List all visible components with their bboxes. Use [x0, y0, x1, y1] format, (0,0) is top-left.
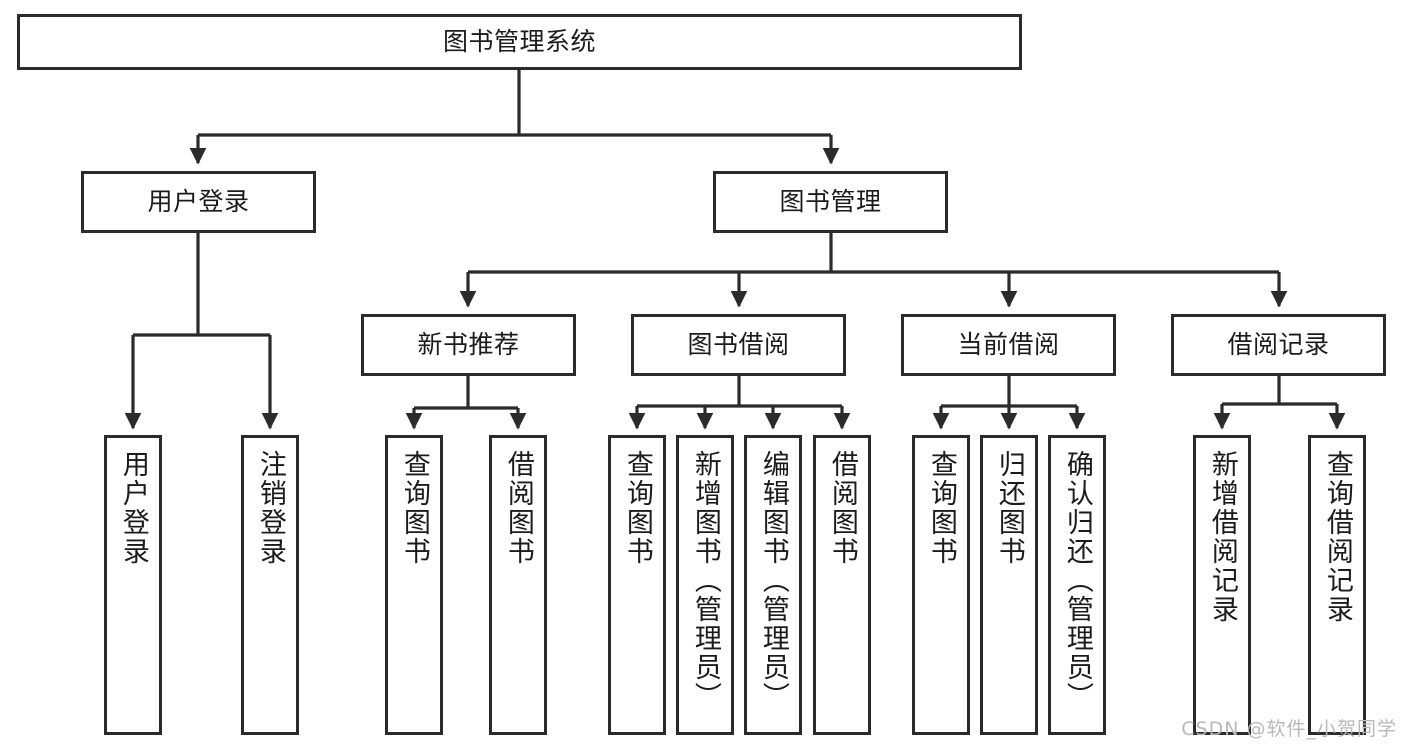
node-borrow-record[interactable]: 借阅记录	[1171, 314, 1386, 376]
node-label: 确认归还（管理员）	[1061, 450, 1093, 711]
node-label: 图书借阅	[687, 329, 790, 359]
leaf-borrow-book-recommend[interactable]: 借阅图书	[489, 435, 547, 735]
leaf-return-book[interactable]: 归还图书	[980, 435, 1038, 735]
node-current-borrow[interactable]: 当前借阅	[901, 314, 1116, 376]
node-label: 编辑图书（管理员）	[757, 450, 789, 711]
node-label: 查询图书	[925, 450, 957, 566]
node-label: 查询图书	[398, 450, 430, 566]
node-label: 查询图书	[621, 450, 653, 566]
node-label: 图书管理	[779, 186, 882, 216]
node-label: 用户登录	[147, 186, 250, 216]
node-label: 新增借阅记录	[1206, 450, 1238, 624]
watermark: CSDN @软件_小贺同学	[1181, 718, 1397, 740]
leaf-confirm-return-admin[interactable]: 确认归还（管理员）	[1048, 435, 1106, 735]
leaf-add-borrow-record[interactable]: 新增借阅记录	[1193, 435, 1251, 735]
leaf-edit-book-admin[interactable]: 编辑图书（管理员）	[744, 435, 802, 735]
leaf-query-book-recommend[interactable]: 查询图书	[385, 435, 443, 735]
node-label: 借阅图书	[826, 450, 858, 566]
node-label: 借阅记录	[1227, 329, 1330, 359]
node-new-book-recommend[interactable]: 新书推荐	[361, 314, 576, 376]
leaf-borrow-book[interactable]: 借阅图书	[813, 435, 871, 735]
leaf-user-login[interactable]: 用户登录	[104, 435, 162, 735]
leaf-query-book-borrow[interactable]: 查询图书	[608, 435, 666, 735]
node-label: 借阅图书	[502, 450, 534, 566]
node-label: 新增图书（管理员）	[689, 450, 721, 711]
leaf-query-borrow-record[interactable]: 查询借阅记录	[1308, 435, 1366, 735]
node-label: 查询借阅记录	[1321, 450, 1353, 624]
leaf-query-book-current[interactable]: 查询图书	[912, 435, 970, 735]
node-label: 归还图书	[993, 450, 1025, 566]
node-root-book-management-system[interactable]: 图书管理系统	[17, 14, 1022, 70]
node-label: 新书推荐	[417, 329, 520, 359]
node-book-management[interactable]: 图书管理	[713, 171, 948, 233]
node-label: 用户登录	[117, 450, 149, 566]
leaf-add-book-admin[interactable]: 新增图书（管理员）	[676, 435, 734, 735]
node-label: 注销登录	[254, 450, 286, 566]
node-user-login[interactable]: 用户登录	[81, 171, 316, 233]
node-label: 图书管理系统	[442, 26, 596, 56]
node-label: 当前借阅	[957, 329, 1060, 359]
node-book-borrow[interactable]: 图书借阅	[631, 314, 846, 376]
leaf-logout[interactable]: 注销登录	[241, 435, 299, 735]
